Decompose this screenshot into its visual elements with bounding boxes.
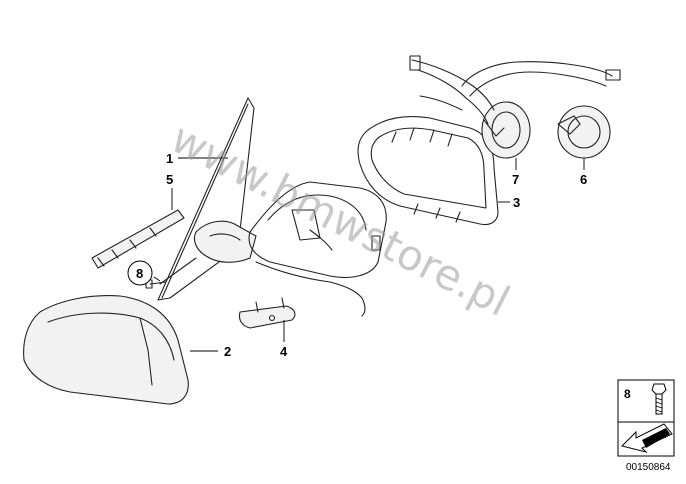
arrow-icon xyxy=(621,423,673,453)
callout-7: 7 xyxy=(512,172,519,187)
callout-8-circle: 8 xyxy=(127,260,153,286)
mirror-frame-part[interactable] xyxy=(357,115,499,226)
callout-3: 3 xyxy=(513,195,520,210)
mirror-glass-part[interactable] xyxy=(157,97,255,301)
callout-1: 1 xyxy=(166,151,173,166)
leader-lines xyxy=(153,157,585,352)
screw-icon xyxy=(651,383,667,415)
mirror-base-part[interactable] xyxy=(159,220,257,285)
callout-2: 2 xyxy=(224,344,231,359)
mirror-cap-part[interactable] xyxy=(23,295,189,405)
callout-4: 4 xyxy=(280,344,288,359)
legend-box: 8 xyxy=(617,379,675,457)
clip-strip-part[interactable] xyxy=(91,209,185,269)
legend-item-number: 8 xyxy=(624,387,631,401)
mirror-housing-part[interactable] xyxy=(248,181,387,317)
actuator-with-harness-part[interactable] xyxy=(409,55,621,159)
actuator-part[interactable] xyxy=(557,105,611,159)
watermark-text: www.bmwstore.pl xyxy=(163,113,517,326)
callout-5: 5 xyxy=(166,172,173,187)
callout-6: 6 xyxy=(580,172,587,187)
bracket-part[interactable] xyxy=(238,297,296,329)
callout-8: 8 xyxy=(136,266,143,281)
diagram-number: 00150864 xyxy=(626,462,671,473)
